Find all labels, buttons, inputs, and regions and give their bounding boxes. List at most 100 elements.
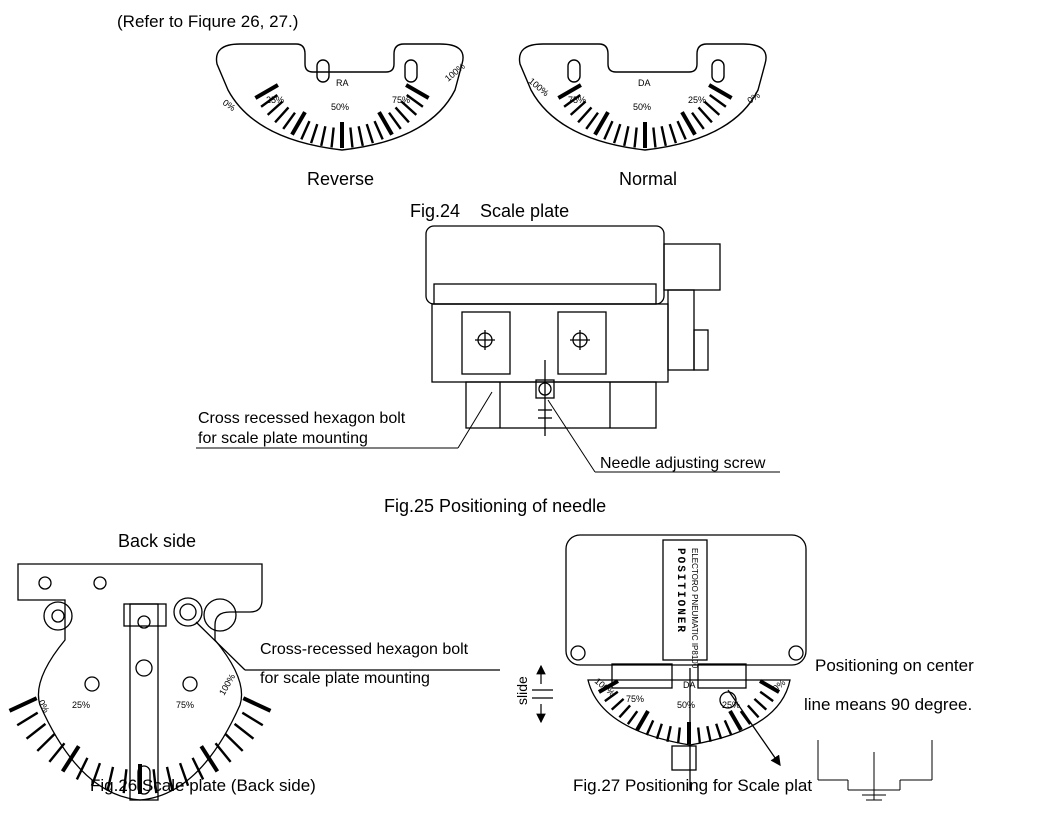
slide-label: slide — [514, 676, 530, 705]
reverse-caption: Reverse — [307, 169, 375, 189]
reverse-mode-label: RA — [336, 78, 349, 88]
back-tick-label: 100% — [217, 672, 237, 697]
fig25-callout-lines — [196, 391, 780, 473]
back-tick-marks — [8, 696, 272, 794]
nameplate-subtitle: ELECTORO PNEUMATIC IP8100 — [690, 548, 699, 669]
scale-tick — [152, 769, 158, 794]
scale-tick — [709, 94, 727, 108]
scale-tick — [623, 126, 630, 147]
scale-tick — [16, 711, 39, 727]
scale-tick — [394, 106, 410, 124]
fig27-tick-label: 100% — [593, 676, 617, 698]
scale-tick — [406, 94, 424, 108]
fig27-tick-label: 0% — [771, 678, 787, 694]
scale-tick — [676, 120, 687, 140]
fig26-title: Fig.26 Scale plate (Back side) — [90, 776, 316, 795]
scale-tick — [36, 733, 56, 752]
fig27-note-line1: Positioning on center — [815, 656, 974, 675]
scale-tick — [282, 112, 296, 130]
positioner-housing-front — [425, 225, 721, 436]
scale-tick — [759, 690, 774, 703]
scale-tick — [728, 710, 743, 732]
scale-tick — [759, 679, 781, 694]
normal-tick-label: 50% — [633, 102, 651, 112]
scale-tick — [746, 704, 760, 719]
back-tick-label: 75% — [176, 700, 194, 710]
scale-tick — [330, 127, 335, 148]
reverse-tick-label: 25% — [266, 95, 284, 105]
scale-plate-back-side — [17, 563, 500, 801]
scale-tick — [8, 696, 38, 713]
scale-tick — [753, 697, 768, 711]
scale-tick — [241, 711, 264, 727]
scale-tick — [563, 94, 581, 108]
normal-mode-label: DA — [638, 78, 651, 88]
scale-tick — [122, 769, 128, 794]
scale-tick — [191, 757, 205, 780]
scale-tick — [706, 725, 712, 742]
fig27-note-line2: line means 90 degree. — [804, 695, 973, 714]
scale-tick — [377, 111, 394, 136]
scale-tick — [242, 696, 272, 713]
back-tick-label: 0% — [36, 698, 51, 714]
fig25-callout-needle: Needle adjusting screw — [600, 455, 766, 472]
scale-tick — [260, 94, 278, 108]
scale-tick — [703, 100, 721, 116]
normal-tick-label: 0% — [745, 90, 761, 106]
scale-tick — [400, 100, 418, 116]
scale-tick — [723, 719, 733, 736]
normal-scale-plate — [518, 43, 767, 151]
back-tick-label: 25% — [72, 700, 90, 710]
scale-tick — [557, 83, 582, 100]
scale-tick — [388, 112, 402, 130]
scale-tick — [214, 742, 232, 763]
scale-tick — [604, 690, 619, 703]
fig27-tick-label: 75% — [626, 694, 644, 704]
scale-tick — [697, 106, 713, 124]
scale-tick — [224, 733, 244, 752]
fig25-callout-bolt-line2: for scale plate mounting — [198, 430, 368, 447]
reverse-tick-label: 75% — [392, 95, 410, 105]
reverse-tick-marks — [254, 83, 430, 148]
scale-tick — [320, 126, 327, 147]
fig26-back-side-label: Back side — [118, 531, 197, 551]
reverse-scale-plate — [215, 43, 464, 151]
scale-tick — [680, 111, 697, 136]
normal-tick-label: 100% — [527, 76, 551, 98]
fig27-tick-label: 50% — [677, 700, 695, 710]
scale-tick — [618, 704, 632, 719]
scale-tick — [60, 745, 81, 773]
normal-tick-label: 75% — [568, 95, 586, 105]
scale-tick — [660, 126, 667, 147]
scale-tick — [25, 722, 47, 740]
scale-tick — [178, 762, 190, 787]
fig24-title: Fig.24 Scale plate — [410, 201, 570, 221]
scale-tick — [365, 123, 375, 144]
scale-tick — [254, 83, 279, 100]
figure-reference: (Refer to Fiqure 26, 27.) — [117, 12, 299, 31]
scale-tick — [233, 722, 255, 740]
scale-tick — [266, 100, 284, 116]
reverse-tick-label: 50% — [331, 102, 349, 112]
reverse-tick-label: 100% — [443, 61, 467, 83]
scale-tick — [349, 127, 354, 148]
ninety-degree-inset — [817, 740, 933, 801]
fig25-title: Fig.25 Positioning of needle — [384, 496, 607, 516]
scale-tick — [633, 127, 638, 148]
scale-tick — [655, 723, 663, 740]
scale-tick — [593, 111, 610, 136]
scale-tick — [274, 106, 290, 124]
scale-tick — [635, 710, 650, 732]
scale-tick — [290, 111, 307, 136]
normal-tick-marks — [557, 83, 733, 148]
scale-tick — [626, 710, 639, 725]
scale-tick — [309, 123, 319, 144]
scale-tick — [90, 762, 102, 787]
scale-tick — [597, 679, 619, 694]
scale-tick — [106, 766, 115, 791]
normal-caption: Normal — [619, 169, 678, 189]
scale-tick — [603, 120, 614, 140]
fig27-mode-label: DA — [683, 680, 696, 690]
scale-tick — [300, 120, 311, 140]
